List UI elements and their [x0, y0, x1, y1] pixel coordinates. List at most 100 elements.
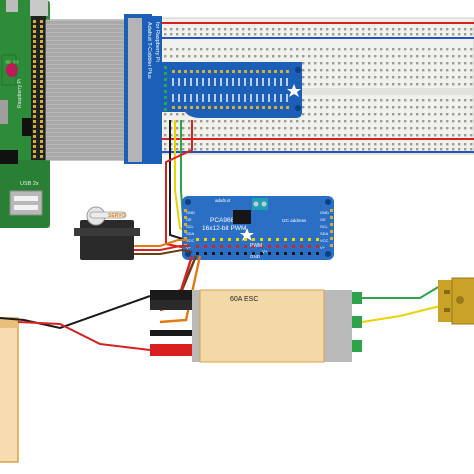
hole: [380, 134, 383, 137]
hole: [440, 69, 443, 72]
gpio-pin: [33, 80, 36, 83]
hole: [374, 69, 377, 72]
star-icon: [287, 84, 301, 97]
hole: [164, 143, 167, 146]
hole: [230, 143, 233, 146]
esc-output-2[interactable]: [352, 316, 362, 328]
hole: [440, 55, 443, 58]
hole: [356, 120, 359, 123]
hole: [380, 28, 383, 31]
hole: [302, 134, 305, 137]
hole: [212, 148, 215, 151]
hole: [278, 48, 281, 51]
hole: [242, 28, 245, 31]
esc-output-1[interactable]: [352, 292, 362, 304]
cobbler-pin-label: [202, 94, 204, 102]
esc-output-3[interactable]: [352, 340, 362, 352]
hole: [368, 83, 371, 86]
usb-port[interactable]: [9, 190, 43, 216]
breadboard: [151, 17, 474, 155]
hole: [374, 120, 377, 123]
hole: [278, 120, 281, 123]
hole: [362, 62, 365, 65]
cobbler-pin: [202, 70, 205, 73]
hole: [284, 120, 287, 123]
cobbler-pin: [286, 70, 289, 73]
cobbler-label-2: for Raspberry Pi: [154, 22, 160, 62]
hole: [170, 134, 173, 137]
hole: [236, 127, 239, 130]
hole: [440, 76, 443, 79]
hole: [446, 148, 449, 151]
cobbler-pin-label: [202, 78, 204, 86]
hole: [446, 69, 449, 72]
hole: [374, 48, 377, 51]
hole: [266, 55, 269, 58]
servo-header-pin: [196, 238, 199, 241]
pwm-pin-label: SCL: [320, 224, 329, 229]
hole: [416, 76, 419, 79]
hole: [218, 55, 221, 58]
hole: [410, 69, 413, 72]
hole: [308, 113, 311, 116]
hole: [332, 127, 335, 130]
hole: [338, 83, 341, 86]
cobbler-pin: [268, 70, 271, 73]
hole: [194, 143, 197, 146]
hole: [356, 99, 359, 102]
hole: [350, 127, 353, 130]
hole: [308, 48, 311, 51]
gpio-pin: [33, 135, 36, 138]
hole: [170, 48, 173, 51]
hole: [386, 83, 389, 86]
hole: [368, 113, 371, 116]
chip: [22, 118, 32, 136]
hole: [224, 33, 227, 36]
hole: [248, 143, 251, 146]
hole: [308, 106, 311, 109]
hole: [182, 113, 185, 116]
hole: [380, 55, 383, 58]
gpio-pin: [40, 25, 43, 28]
hole: [338, 33, 341, 36]
pwm-right-pins: [330, 209, 333, 247]
gpio-pin: [40, 150, 43, 153]
pwm-pin-label: V+: [186, 245, 192, 250]
hole: [422, 33, 425, 36]
raspberry-logo-icon: [5, 60, 19, 77]
hole: [254, 134, 257, 137]
hole: [398, 48, 401, 51]
hole: [206, 127, 209, 130]
hole: [464, 127, 467, 130]
hole: [290, 127, 293, 130]
hole: [446, 33, 449, 36]
hole: [392, 120, 395, 123]
hole: [188, 134, 191, 137]
servo-header-pin: [260, 252, 263, 255]
hole: [356, 69, 359, 72]
power-terminal[interactable]: [252, 198, 268, 210]
gpio-pin: [33, 90, 36, 93]
hole: [164, 113, 167, 116]
hole: [266, 127, 269, 130]
hole: [374, 113, 377, 116]
breadboard-center-channel: [152, 88, 474, 95]
cobbler-pin: [232, 106, 235, 109]
hole: [248, 28, 251, 31]
hole: [380, 83, 383, 86]
hole: [464, 120, 467, 123]
hole: [440, 33, 443, 36]
hole: [470, 33, 473, 36]
hole: [350, 148, 353, 151]
hole: [344, 143, 347, 146]
hole: [320, 62, 323, 65]
hole: [356, 28, 359, 31]
hole: [386, 120, 389, 123]
hole: [422, 76, 425, 79]
hole: [278, 134, 281, 137]
hole: [410, 48, 413, 51]
hole: [464, 143, 467, 146]
hole: [422, 106, 425, 109]
hole: [332, 76, 335, 79]
pwm-pin-label: GND: [186, 210, 195, 215]
